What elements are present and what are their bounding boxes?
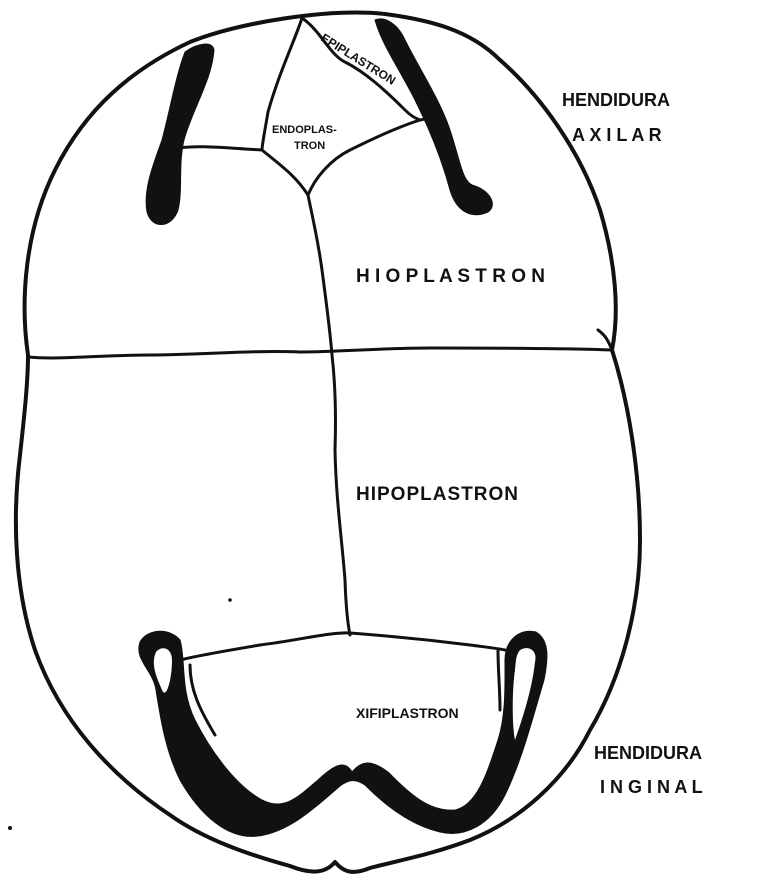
- label-inginal-line2: I N G I N A L: [600, 777, 703, 797]
- hioplastron-upper-left: [178, 147, 262, 150]
- speck: [228, 598, 232, 602]
- axilar-cleft-right: [375, 19, 492, 215]
- midline-suture: [308, 195, 350, 635]
- hio-hipo-suture: [28, 348, 612, 358]
- label-hioplastron: H I O P L A S T R O N: [356, 266, 545, 287]
- label-inginal-line1: HENDIDURA: [594, 743, 702, 763]
- axilar-cleft-left: [146, 44, 214, 224]
- epiplastron-left-edge: [268, 18, 302, 112]
- label-endoplastron-line1: ENDOPLAS-: [272, 124, 337, 136]
- plastron-outline: [16, 13, 640, 872]
- inginal-cleft: [139, 631, 547, 836]
- speck: [8, 826, 12, 830]
- outline-notch-right: [598, 330, 612, 350]
- label-xifiplastron: XIFIPLASTRON: [356, 705, 459, 721]
- hipo-xifi-suture: [180, 633, 505, 660]
- label-axilar-line1: HENDIDURA: [562, 90, 670, 110]
- label-endoplastron-line2: TRON: [294, 140, 325, 152]
- label-hipoplastron: HIPOPLASTRON: [356, 484, 519, 505]
- label-axilar-line2: A X I L A R: [572, 125, 662, 145]
- hioplastron-upper-right: [420, 119, 445, 121]
- xifi-right-boundary: [498, 650, 500, 710]
